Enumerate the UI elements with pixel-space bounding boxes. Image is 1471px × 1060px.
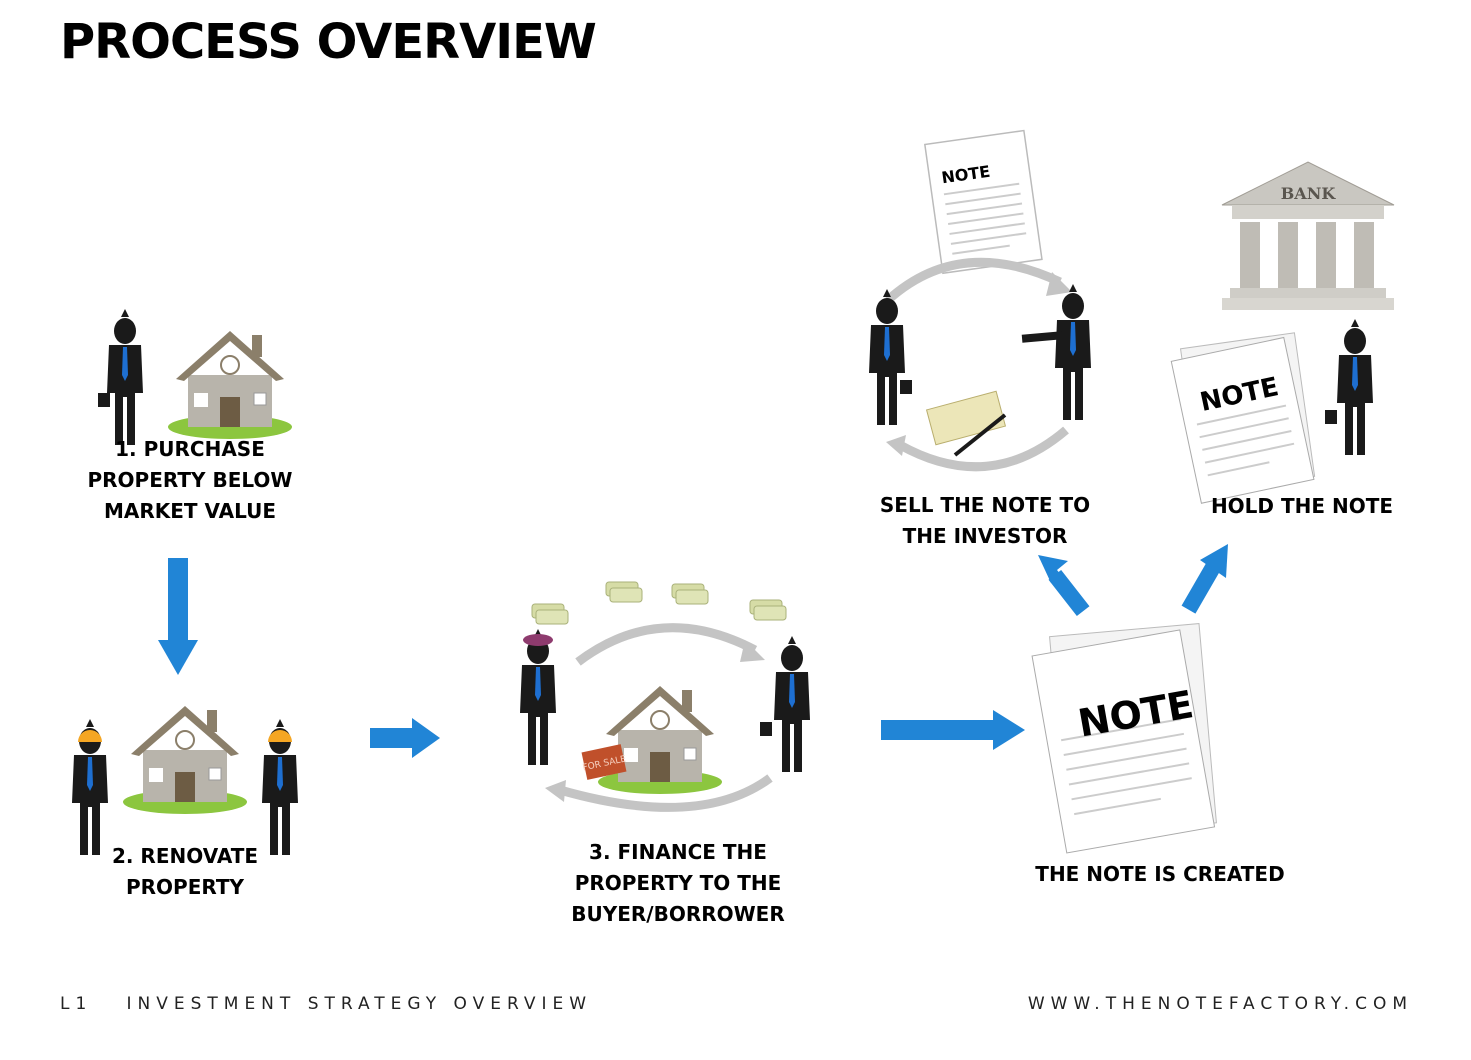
footer-section-label: L1 INVESTMENT STRATEGY OVERVIEW xyxy=(60,994,593,1014)
page-title: PROCESS OVERVIEW xyxy=(60,14,597,70)
borrower-figure xyxy=(774,636,810,772)
hold-illustration: NOTE xyxy=(1170,319,1373,504)
purchase-illustration xyxy=(98,309,293,445)
step-finance-label: 3. FINANCE THE PROPERTY TO THE BUYER/BOR… xyxy=(571,840,785,926)
footer-website: WWW.THENOTEFACTORY.COM xyxy=(1027,994,1413,1014)
bank-label: BANK xyxy=(1281,184,1337,203)
money-icon xyxy=(671,583,709,605)
arrow-right xyxy=(370,718,440,758)
house-icon xyxy=(597,685,723,795)
step-purchase-label: 1. PURCHASE PROPERTY BELOW MARKET VALUE xyxy=(87,437,293,523)
house-icon xyxy=(167,330,293,440)
step-renovate-label: 2. RENOVATE PROPERTY xyxy=(111,844,259,899)
note-document: NOTE xyxy=(1031,623,1217,854)
holder-figure xyxy=(1337,319,1373,455)
house-icon xyxy=(122,705,248,815)
arrow-down xyxy=(158,558,198,675)
arrow-right-long xyxy=(881,710,1025,750)
money-icon xyxy=(531,603,569,625)
seller-figure xyxy=(869,289,905,425)
check-icon xyxy=(925,390,1007,446)
bank-illustration: BANK xyxy=(1221,161,1395,310)
finance-illustration: FOR SALE xyxy=(520,581,810,812)
note-created-label: THE NOTE IS CREATED xyxy=(1035,862,1285,886)
sell-illustration: NOTE xyxy=(869,129,1091,472)
note-paper-icon xyxy=(923,129,1043,275)
lender-figure xyxy=(520,629,556,765)
arrow-up-right xyxy=(1181,544,1228,614)
buyer-figure xyxy=(107,309,143,445)
money-icon xyxy=(749,599,787,621)
money-icon xyxy=(605,581,643,603)
sell-note-label: SELL THE NOTE TO THE INVESTOR xyxy=(879,493,1091,548)
renovate-illustration xyxy=(72,705,298,855)
investor-figure xyxy=(1055,284,1091,420)
arrow-up-left xyxy=(1038,555,1090,617)
hold-note-label: HOLD THE NOTE xyxy=(1210,494,1394,518)
